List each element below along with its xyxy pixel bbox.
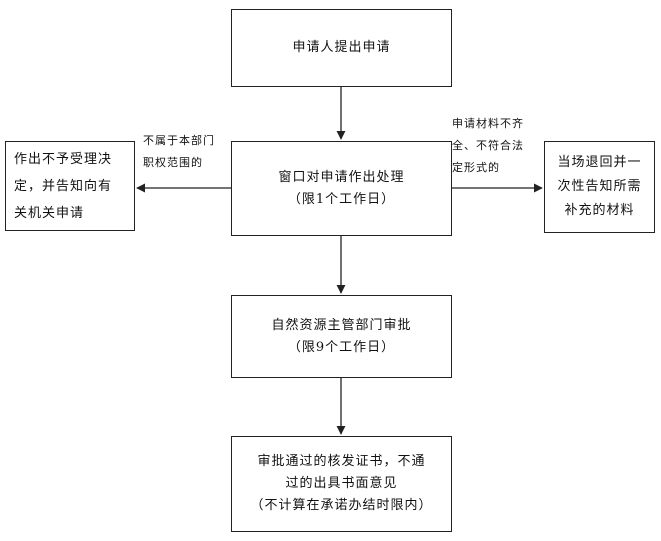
node-apply-line-1: 申请人提出申请 — [292, 40, 391, 55]
node-reject-line-2: 定，并告知向有 — [14, 178, 113, 194]
node-window-line-1: 窗口对申请作出处理 — [278, 169, 405, 185]
edge-label-left-line-2: 职权范围的 — [143, 156, 203, 169]
node-returned-line-1: 当场退回并一 — [557, 155, 642, 170]
node-result-line-1: 审批通过的核发证书，不通 — [257, 454, 426, 469]
node-window-line-2: （限1个工作日） — [287, 191, 396, 207]
edge-label-left-line-1: 不属于本部门 — [143, 134, 215, 147]
edge-label-right-line-3: 定形式的 — [452, 161, 500, 174]
node-review: 自然资源主管部门审批 （限9个工作日） — [231, 295, 452, 378]
node-returned-line-2: 次性告知所需 — [557, 179, 642, 194]
edge-label-right: 申请材料不齐 全、不符合法 定形式的 — [452, 113, 544, 179]
node-result: 审批通过的核发证书，不通 过的出具书面意见 （不计算在承诺办结时限内） — [231, 436, 452, 532]
edge-label-left: 不属于本部门 职权范围的 — [143, 130, 233, 174]
node-returned-line-3: 补充的材料 — [564, 203, 635, 218]
node-window: 窗口对申请作出处理 （限1个工作日） — [231, 141, 452, 236]
node-returned: 当场退回并一 次性告知所需 补充的材料 — [544, 141, 655, 233]
node-reject-line-3: 关机关申请 — [14, 205, 85, 221]
node-review-line-2: （限9个工作日） — [287, 339, 396, 355]
node-reject: 作出不予受理决 定，并告知向有 关机关申请 — [5, 141, 135, 231]
edge-label-right-line-1: 申请材料不齐 — [452, 117, 524, 130]
edge-label-right-line-2: 全、不符合法 — [452, 139, 524, 152]
node-result-line-2: 过的出具书面意见 — [285, 476, 398, 491]
node-review-line-1: 自然资源主管部门审批 — [271, 317, 412, 333]
node-result-line-3: （不计算在承诺办结时限内） — [250, 498, 433, 513]
node-reject-line-1: 作出不予受理决 — [14, 151, 113, 167]
node-apply: 申请人提出申请 — [231, 9, 452, 87]
